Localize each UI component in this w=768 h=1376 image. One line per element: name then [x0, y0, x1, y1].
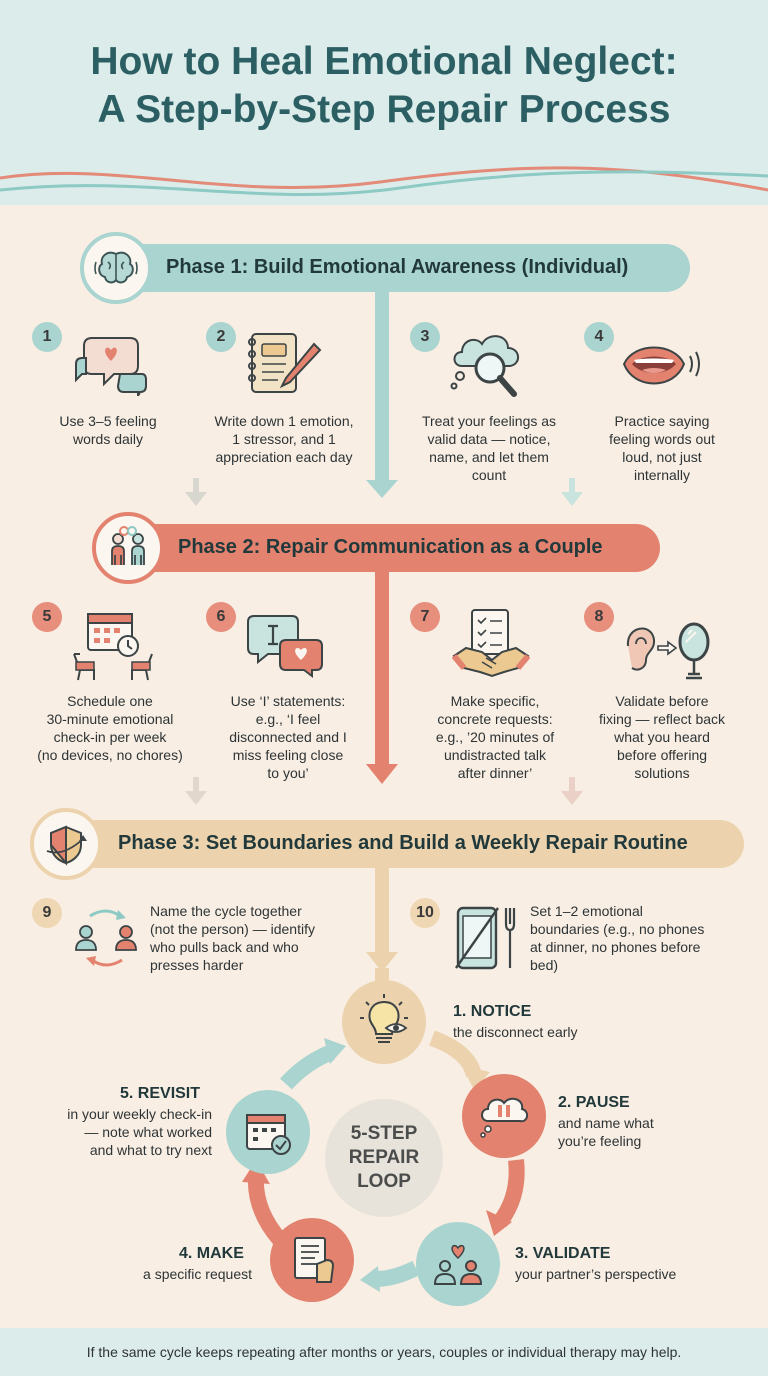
checklist-handshake-icon: [452, 609, 530, 678]
step-3-number: 3: [410, 322, 440, 352]
loop-step-5-desc: in your weekly check-in— note what worke…: [67, 1106, 212, 1158]
loop-node-pause: [462, 1074, 546, 1158]
speaking-mouth-icon: [622, 346, 700, 385]
step-1-number: 1: [32, 322, 62, 352]
loop-step-3-desc: your partner’s perspective: [515, 1266, 677, 1282]
request-paper-icon: [294, 1237, 335, 1283]
page-title: How to Heal Emotional Neglect: A Step-by…: [90, 40, 678, 131]
step-7-text: Make specific,concrete requests:e.g., ’2…: [435, 693, 555, 781]
loop-step-3-title: 3. VALIDATE: [515, 1245, 611, 1262]
phase3-banner: [58, 820, 744, 868]
loop-step-5-title: 5. REVISIT: [120, 1085, 201, 1102]
loop-step-1-desc: the disconnect early: [453, 1024, 578, 1040]
i-statement-bubbles-icon: [247, 615, 323, 678]
step-10-number: 10: [410, 898, 440, 928]
couple-icon: [92, 512, 164, 584]
step-4-number: 4: [584, 322, 614, 352]
brain-icon: [80, 232, 152, 304]
shield-icon: [30, 808, 102, 880]
decorative-waves: [0, 166, 768, 197]
loop-node-revisit: [226, 1090, 310, 1174]
calendar-chairs-icon: [73, 613, 153, 681]
chat-heart-icon: [75, 337, 147, 396]
loop-node-make: [270, 1218, 354, 1302]
phase1-banner: [110, 244, 690, 292]
loop-step-4-title: 4. MAKE: [179, 1245, 244, 1262]
phase1-label: Phase 1: Build Emotional Awareness (Indi…: [166, 256, 629, 278]
footer-note: If the same cycle keeps repeating after …: [0, 1328, 768, 1376]
loop-node-validate: [416, 1222, 500, 1306]
phase3-label: Phase 3: Set Boundaries and Build a Week…: [118, 832, 688, 854]
step-9-text: Name the cycle together(not the person) …: [150, 903, 315, 973]
thought-magnifier-icon: [450, 335, 519, 397]
calendar-check-icon: [246, 1114, 291, 1155]
step-5-number: 5: [32, 602, 62, 632]
step-6-number: 6: [206, 602, 236, 632]
pause-bubble-icon: [480, 1097, 528, 1138]
lightbulb-eye-icon: [360, 994, 408, 1043]
phase2-banner: [120, 524, 660, 572]
ear-mirror-icon: [626, 622, 710, 680]
step-9-number: 9: [32, 898, 62, 928]
loop-step-2-title: 2. PAUSE: [558, 1094, 630, 1111]
phase2-label: Phase 2: Repair Communication as a Coupl…: [178, 536, 603, 558]
loop-step-4-desc: a specific request: [143, 1266, 252, 1282]
loop-node-notice: [342, 980, 426, 1064]
journal-pen-icon: [248, 333, 322, 393]
step-2-number: 2: [206, 322, 236, 352]
cycle-people-icon: [75, 909, 137, 967]
no-phone-icon: [455, 906, 516, 970]
step-7-number: 7: [410, 602, 440, 632]
step-8-number: 8: [584, 602, 614, 632]
loop-step-1-title: 1. NOTICE: [453, 1003, 532, 1020]
heart-people-icon: [433, 1244, 483, 1285]
